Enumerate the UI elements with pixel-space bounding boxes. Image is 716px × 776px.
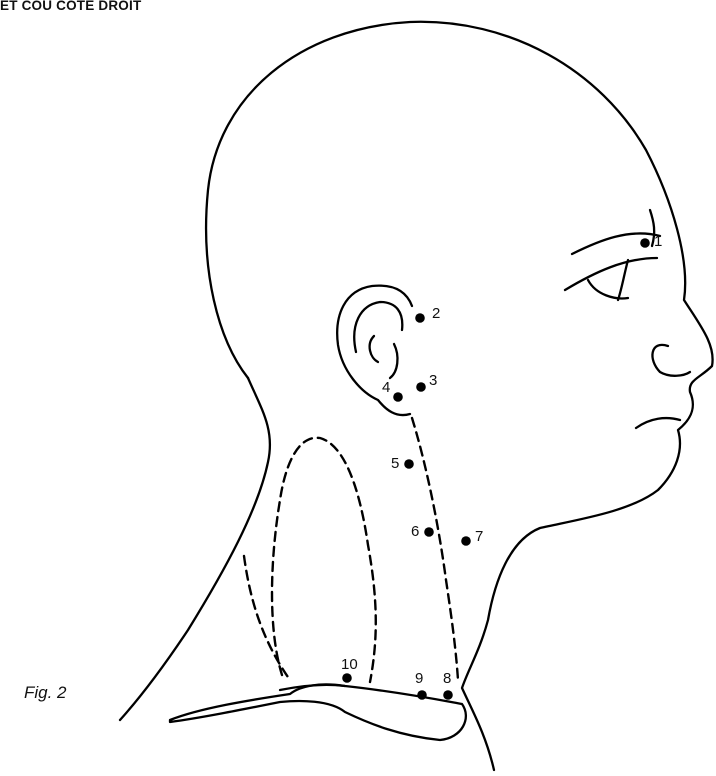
- svg-text:6: 6: [411, 523, 419, 540]
- point-4: 4: [382, 379, 403, 402]
- point-2: 2: [415, 305, 440, 323]
- lymph-region-posterior: [272, 438, 376, 682]
- svg-text:10: 10: [341, 656, 358, 673]
- point-6: 6: [411, 523, 434, 540]
- svg-text:9: 9: [415, 670, 423, 687]
- lymph-chain-back: [244, 556, 290, 680]
- ear-antihelix: [370, 336, 378, 362]
- eye-detail: [618, 260, 628, 300]
- svg-text:7: 7: [475, 528, 483, 545]
- svg-text:4: 4: [382, 379, 390, 396]
- svg-text:8: 8: [443, 670, 451, 687]
- svg-text:5: 5: [391, 455, 399, 472]
- mouth: [636, 418, 680, 428]
- ear-tragus: [390, 344, 397, 378]
- shoulder-top: [280, 685, 345, 690]
- point-3: 3: [416, 372, 437, 392]
- point-5: 5: [391, 455, 414, 472]
- lymph-chain-anterior: [412, 418, 458, 680]
- svg-text:1: 1: [654, 233, 662, 250]
- eye-upper: [565, 258, 657, 290]
- neck-back-outline: [120, 378, 270, 720]
- head-outline: [206, 22, 713, 770]
- point-10: 10: [341, 656, 358, 683]
- point-7: 7: [461, 528, 483, 546]
- point-1: 1: [640, 233, 662, 250]
- nostril: [652, 345, 690, 376]
- point-8: 8: [443, 670, 453, 700]
- svg-text:3: 3: [429, 372, 437, 389]
- svg-text:2: 2: [432, 305, 440, 322]
